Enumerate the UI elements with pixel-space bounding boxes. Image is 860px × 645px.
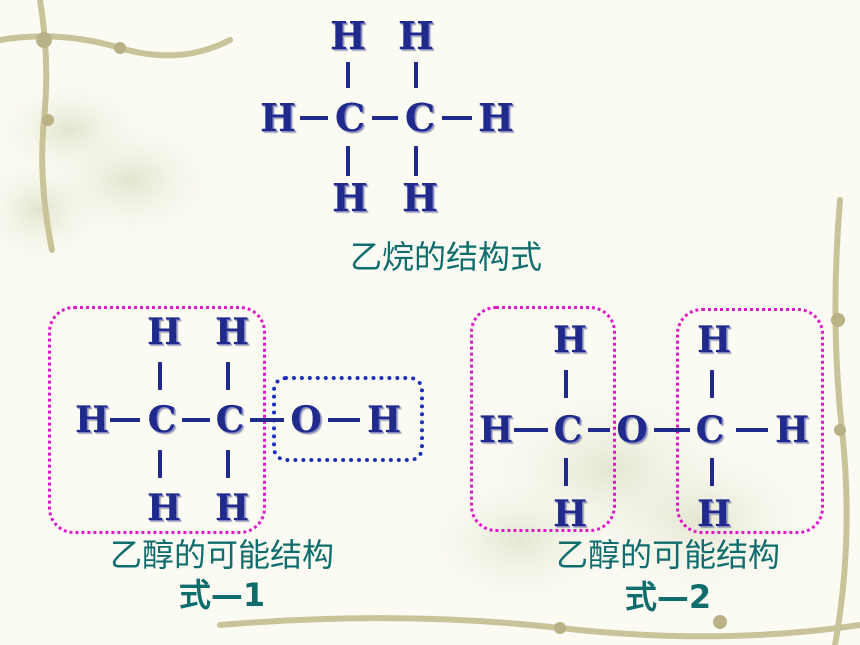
bond [564, 370, 568, 398]
ethanol-1-caption-line1: 乙醇的可能结构 [109, 536, 335, 574]
ethane-h-bottom-2: H [402, 175, 438, 220]
vine-right [832, 197, 850, 645]
bond [414, 146, 418, 176]
e2-h-top-2: H [696, 319, 732, 361]
bond [710, 458, 714, 486]
bond [710, 370, 714, 398]
bond [158, 362, 162, 390]
ethane-c-1: C [334, 95, 366, 140]
bond [346, 62, 350, 88]
bond [442, 116, 472, 120]
bond [182, 418, 210, 422]
bond [564, 458, 568, 486]
ethane-h-right: H [478, 95, 514, 140]
e1-o: O [290, 399, 322, 441]
e2-c-2: C [695, 409, 725, 451]
bond [346, 146, 350, 176]
bond [328, 418, 360, 422]
e1-c-2: C [215, 399, 245, 441]
e2-h-bottom-1: H [552, 493, 588, 535]
bond [372, 116, 398, 120]
ethane-h-bottom-1: H [332, 175, 368, 220]
vine-bottom [217, 615, 860, 640]
ethanol-2-caption-line1: 乙醇的可能结构 [555, 536, 781, 574]
e1-h-bottom-2: H [214, 487, 250, 529]
bond [250, 418, 284, 422]
e2-h-right: H [774, 409, 810, 451]
e1-c-1: C [147, 399, 177, 441]
ethane-h-top-2: H [398, 13, 434, 58]
e1-h-top-1: H [146, 311, 182, 353]
e1-h-bottom-1: H [146, 487, 182, 529]
e2-h-bottom-2: H [696, 493, 732, 535]
bond [158, 450, 162, 478]
bond [736, 428, 768, 432]
bond [654, 428, 690, 432]
e1-h-left: H [74, 399, 110, 441]
bond [110, 418, 140, 422]
bond [300, 116, 328, 120]
ethane-h-left: H [260, 95, 296, 140]
ethane-c-2: C [404, 95, 436, 140]
bond [226, 450, 230, 478]
ethane-caption: 乙烷的结构式 [349, 238, 543, 276]
faded-flower-left [0, 85, 210, 260]
e2-c-1: C [553, 409, 583, 451]
bond [414, 62, 418, 88]
ethanol-1-caption-line2: 式—1 [178, 576, 266, 614]
ethane-h-top-1: H [330, 13, 366, 58]
e2-o: O [616, 409, 648, 451]
methyl-group-box-left [470, 306, 616, 532]
ethanol-2-caption-line2: 式—2 [624, 578, 712, 616]
bond [588, 428, 610, 432]
bond [514, 428, 548, 432]
e1-h-top-2: H [214, 311, 250, 353]
methyl-group-box-right [676, 308, 824, 534]
e2-h-left: H [478, 409, 514, 451]
e2-h-top-1: H [552, 319, 588, 361]
e1-h-hydroxyl: H [366, 399, 402, 441]
bond [226, 362, 230, 390]
